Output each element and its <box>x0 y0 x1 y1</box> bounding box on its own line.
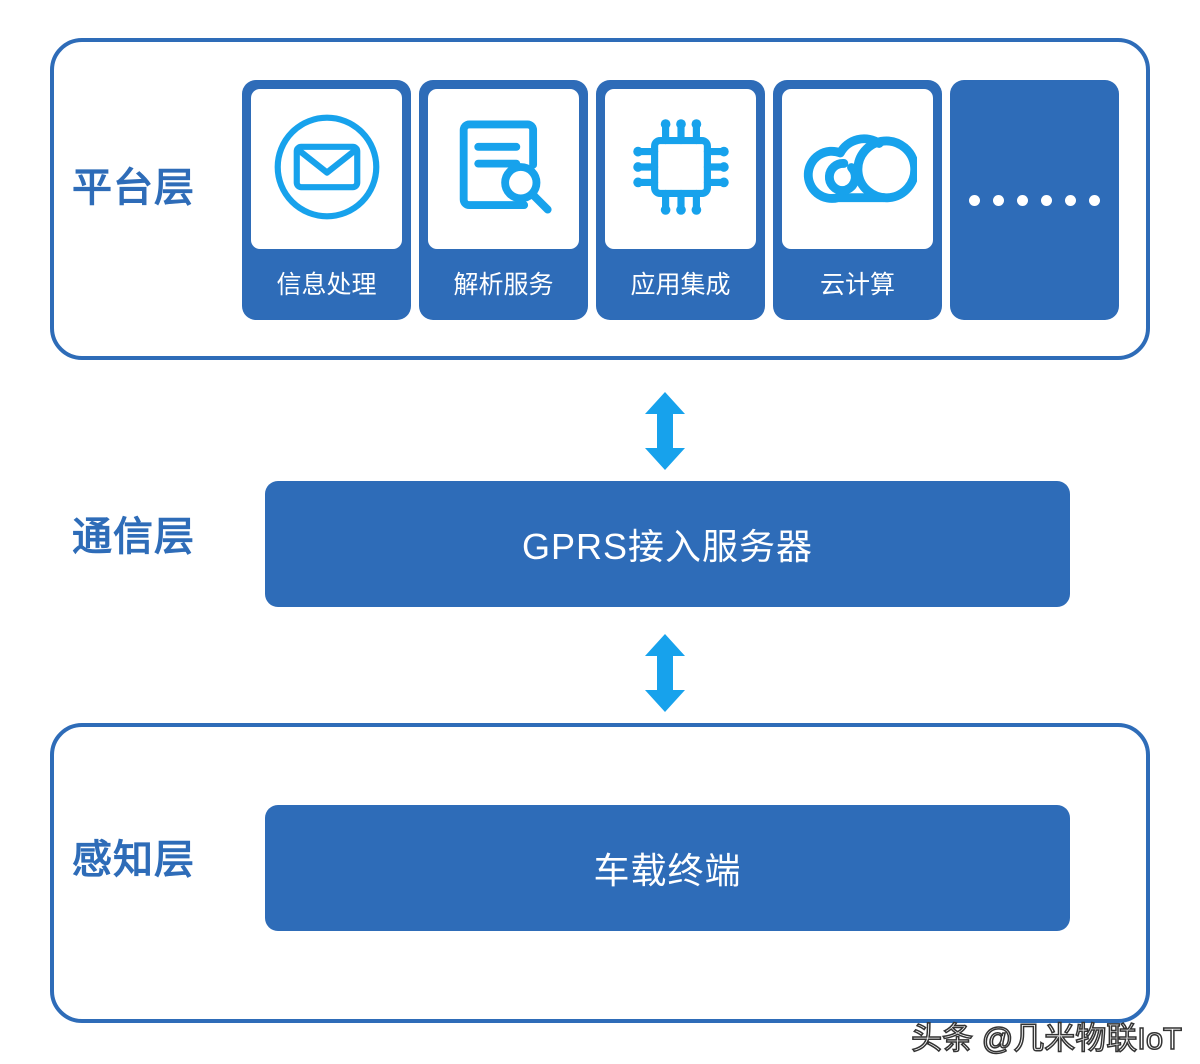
icon-panel <box>428 89 579 249</box>
watermark: 头条 @几米物联IoT <box>910 1020 1182 1057</box>
dot <box>969 194 980 206</box>
icon-panel <box>251 89 402 249</box>
service-card-cloud-computing[interactable]: 云计算 <box>773 80 942 320</box>
dot <box>993 194 1004 206</box>
vehicle-terminal-label: 车载终端 <box>593 850 742 891</box>
chip-icon <box>626 112 736 227</box>
service-card-more[interactable] <box>950 80 1119 320</box>
dot <box>1041 194 1052 206</box>
icon-panel <box>782 89 933 249</box>
gprs-access-server-label: GPRS接入服务器 <box>521 526 814 567</box>
service-card-label: 云计算 <box>819 271 895 299</box>
ellipsis-dots-icon <box>969 194 1100 206</box>
service-card-label: 解析服务 <box>453 271 554 299</box>
vehicle-terminal-box[interactable]: 车载终端 <box>265 805 1070 931</box>
service-card-information-processing[interactable]: 信息处理 <box>242 80 411 320</box>
double-arrow-vertical-icon <box>643 634 687 712</box>
dot <box>1089 194 1100 206</box>
dot <box>1065 194 1076 206</box>
service-card-application-integration[interactable]: 应用集成 <box>596 80 765 320</box>
double-arrow-vertical-icon <box>643 392 687 470</box>
platform-service-card-list: 信息处理 解析服务 <box>242 80 1128 320</box>
envelope-circle-icon <box>271 111 383 228</box>
platform-layer-label: 平台层 <box>72 166 195 210</box>
communication-layer-label: 通信层 <box>72 515 195 559</box>
dot <box>1017 194 1028 206</box>
document-search-icon <box>448 111 560 228</box>
icon-panel <box>605 89 756 249</box>
sensing-layer-label: 感知层 <box>72 838 195 882</box>
service-card-label: 信息处理 <box>276 271 377 299</box>
service-card-parsing-service[interactable]: 解析服务 <box>419 80 588 320</box>
cloud-icon <box>799 108 919 231</box>
gprs-access-server-box[interactable]: GPRS接入服务器 <box>265 481 1070 607</box>
service-card-label: 应用集成 <box>630 271 731 299</box>
